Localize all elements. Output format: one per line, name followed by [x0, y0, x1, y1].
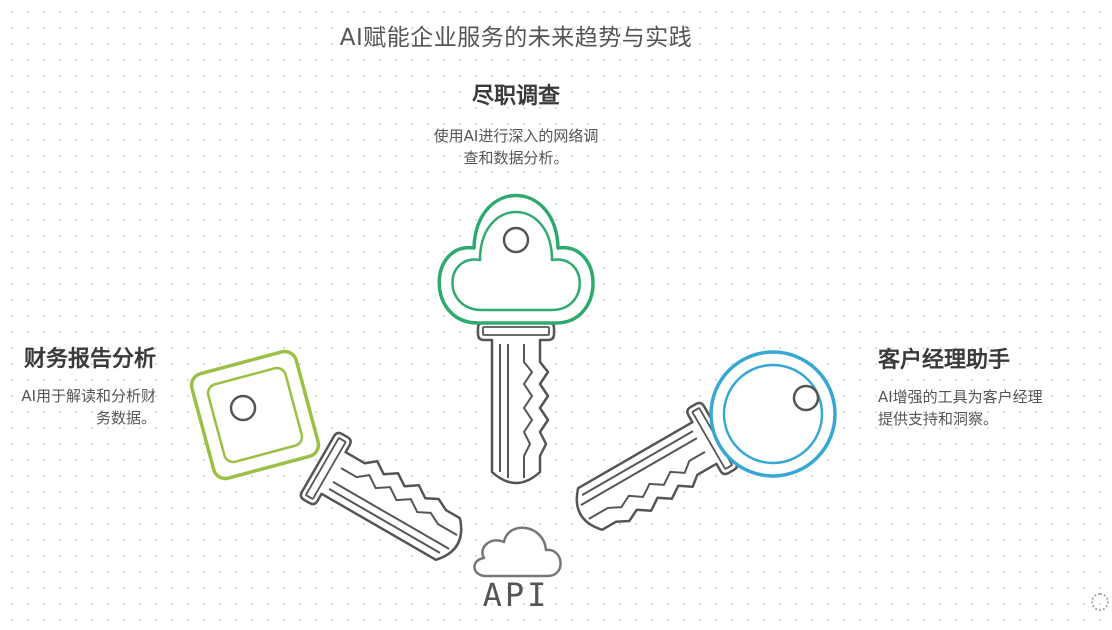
financial-report-desc-line1: AI用于解读和分析财: [21, 387, 156, 405]
page-title: AI赋能企业服务的未来趋势与实践: [339, 25, 693, 51]
right-key-head: [709, 350, 837, 478]
top-key: [437, 193, 595, 485]
financial-report-desc-line2: 务数据。: [95, 409, 156, 427]
top-key-shaft: [476, 320, 556, 485]
top-key-head: [437, 193, 595, 325]
due-diligence-block: 尽职调查 使用AI进行深入的网络调 查和数据分析。: [380, 78, 652, 169]
left-key-head: [189, 349, 321, 481]
cloud-icon: [473, 526, 562, 578]
due-diligence-desc-line2: 查和数据分析。: [463, 149, 569, 167]
top-key-hole: [502, 226, 530, 254]
due-diligence-heading: 尽职调查: [471, 84, 560, 109]
account-manager-desc-line2: 提供支持和洞察。: [878, 410, 999, 428]
loading-spinner-icon: [1091, 593, 1109, 611]
due-diligence-desc-line1: 使用AI进行深入的网络调: [433, 127, 599, 145]
financial-report-block: 财务报告分析 AI用于解读和分析财 务数据。: [0, 341, 156, 429]
account-manager-desc-line1: AI增强的工具为客户经理: [878, 388, 1043, 406]
right-key: [560, 350, 837, 549]
left-key: [189, 349, 478, 579]
left-key-shaft: [297, 429, 478, 579]
account-manager-heading: 客户经理助手: [878, 348, 1011, 373]
account-manager-block: 客户经理助手 AI增强的工具为客户经理 提供支持和洞察。: [878, 342, 1108, 430]
financial-report-heading: 财务报告分析: [23, 347, 156, 372]
right-key-hole: [792, 384, 820, 412]
api-label: API: [482, 576, 550, 614]
left-key-hole: [229, 394, 257, 422]
